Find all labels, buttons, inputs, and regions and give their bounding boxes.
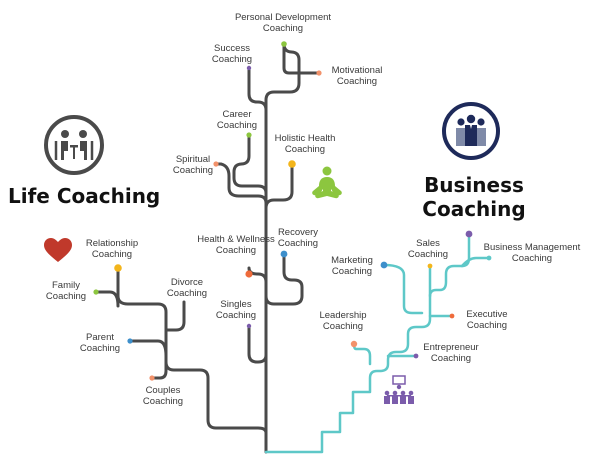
node-dot [465,230,473,238]
branch-singles [247,324,268,364]
branch-business-management [460,256,491,268]
branch-recovery [264,252,304,306]
branch-spiritual [214,162,268,205]
branch-marketing [382,263,424,315]
node-dot [246,132,252,138]
node-dot [245,270,253,278]
branch-parent [128,339,168,358]
node-dot [281,41,287,47]
branch-leadership [352,342,372,366]
branch-career [232,133,268,195]
node-dot [127,338,133,344]
business-trunk [264,232,471,454]
node-dot [413,353,419,359]
presenter-audience-icon [384,375,414,404]
node-dot [280,250,288,258]
node-dot [246,323,252,329]
branch-holistic [264,162,294,210]
node-dot [149,375,155,381]
node-dot [288,160,296,168]
branch-motivational [282,42,321,75]
node-dot [213,161,219,167]
node-dot [486,255,492,261]
node-dot [93,289,99,295]
node-dot [350,340,358,348]
node-dot [114,264,122,272]
life-coaching-heading: Life Coaching [8,184,160,208]
node-dot [316,70,322,76]
node-dots [93,41,492,381]
heart-icon [44,238,72,262]
branch-couples [150,360,168,380]
branch-divorce [164,300,186,332]
node-dot [427,263,433,269]
trunk [264,42,301,454]
business-branches [264,232,491,454]
branch-success [247,66,268,112]
node-dot [380,261,388,269]
branch-life-main [116,266,268,435]
branch-family [94,290,120,308]
node-dot [246,65,252,71]
node-dot [449,313,455,319]
business-team-icon [442,102,500,160]
meditation-icon [312,166,342,199]
couple-talking-icon [44,115,104,175]
